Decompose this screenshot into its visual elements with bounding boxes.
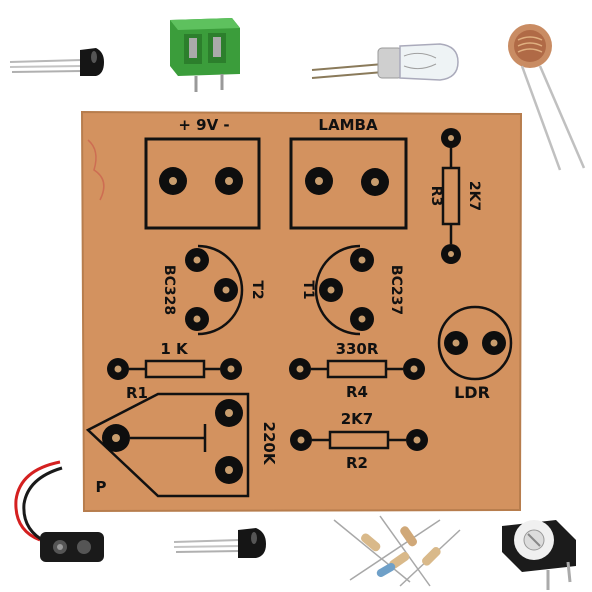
lamp-terminal-outline bbox=[289, 137, 408, 230]
t2-part: BC328 bbox=[161, 265, 177, 315]
r3-ref: R3 bbox=[428, 186, 444, 207]
r1-resistor-footprint bbox=[107, 358, 242, 380]
t1-ref: T1 bbox=[300, 280, 316, 299]
r4-ref: R4 bbox=[346, 383, 368, 401]
supply-pads bbox=[159, 167, 243, 195]
r2-value: 2K7 bbox=[341, 410, 374, 428]
trimpot-icon bbox=[502, 520, 576, 590]
battery-clip-icon bbox=[14, 460, 104, 562]
t1-transistor-footprint bbox=[314, 244, 374, 336]
lamp-label: LAMBA bbox=[318, 116, 378, 134]
r2-ref: R2 bbox=[346, 454, 368, 472]
pcb-board bbox=[80, 110, 523, 513]
transistor-icon bbox=[173, 528, 266, 558]
lamp-pads bbox=[305, 167, 389, 196]
ldr-label: LDR bbox=[454, 383, 490, 402]
r1-ref: R1 bbox=[126, 384, 148, 402]
r1-value: 1 K bbox=[160, 340, 189, 358]
p-ref: P bbox=[96, 478, 107, 496]
ldr-icon bbox=[508, 24, 586, 171]
resistors-icon bbox=[333, 515, 461, 587]
r3-value: 2K7 bbox=[466, 181, 482, 211]
p-value: 220K bbox=[260, 422, 278, 466]
t2-ref: T2 bbox=[249, 280, 265, 299]
r2-resistor-footprint bbox=[290, 429, 428, 451]
r4-resistor-footprint bbox=[289, 358, 425, 380]
ldr-footprint bbox=[437, 305, 513, 381]
r4-value: 330R bbox=[336, 340, 379, 358]
r3-resistor-footprint bbox=[441, 128, 461, 264]
lamp-icon bbox=[311, 43, 459, 81]
terminal-block-icon bbox=[170, 18, 240, 92]
t2-transistor-footprint bbox=[185, 244, 244, 336]
trimpot-footprint bbox=[85, 392, 250, 498]
supply-terminal-outline bbox=[144, 137, 261, 230]
supply-label: + 9V - bbox=[178, 116, 229, 134]
transistor-icon bbox=[9, 48, 104, 76]
t1-part: BC237 bbox=[388, 265, 404, 315]
